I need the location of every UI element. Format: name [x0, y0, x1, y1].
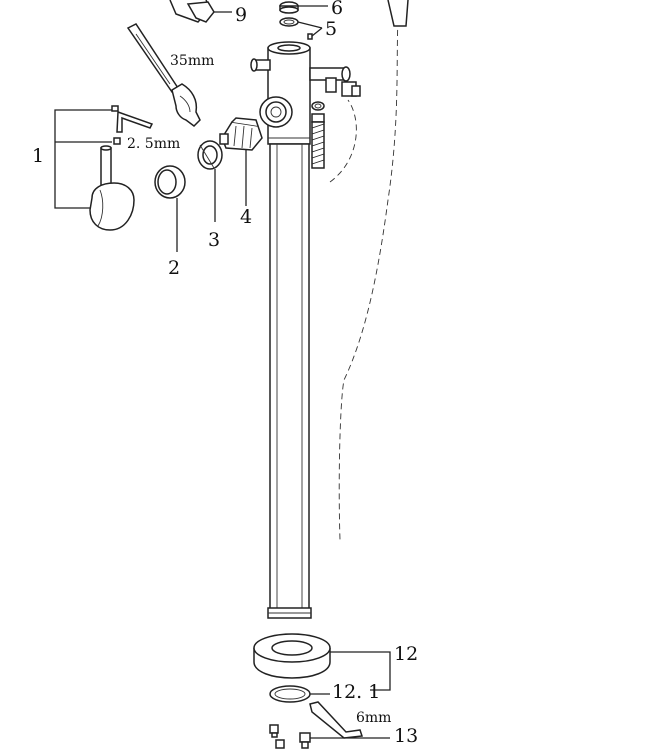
- hex-key-large: [309, 701, 364, 739]
- shower-head-fragment: [387, 0, 409, 27]
- lever-handle: [89, 145, 135, 231]
- label-part-5: 5: [325, 18, 337, 40]
- label-part-2: 2: [168, 257, 180, 279]
- dimension-wrench: 35mm: [170, 53, 214, 69]
- dimension-hex-key-large: 6mm: [356, 710, 391, 726]
- part-1-leader-bracket: [54, 109, 115, 209]
- standpipe: [267, 143, 312, 619]
- hose-connector: [311, 19, 399, 541]
- label-part-9: 9: [235, 4, 247, 26]
- mixer-body: [250, 41, 361, 145]
- part-2-cover: [154, 165, 186, 252]
- label-part-6: 6: [331, 0, 343, 19]
- part-5-seals: [297, 21, 323, 40]
- part-12-1-seal-ring: [269, 685, 330, 703]
- hex-key-small: [116, 110, 154, 133]
- part-6-cap: [279, 1, 328, 27]
- label-part-1: 1: [32, 145, 44, 167]
- label-part-3: 3: [208, 229, 220, 251]
- part-13-screws: [269, 724, 390, 749]
- part-3-nut: [197, 140, 223, 222]
- label-part-4: 4: [240, 206, 252, 228]
- dimension-hex-key-small: 2. 5mm: [127, 136, 180, 152]
- grub-screw: [111, 105, 121, 145]
- adjustable-wrench: [126, 23, 201, 127]
- part-4-cartridge: [219, 117, 263, 206]
- label-part-12-1: 12. 1: [332, 681, 380, 703]
- label-part-13: 13: [394, 725, 418, 747]
- label-part-12: 12: [394, 643, 418, 665]
- part-12-floor-flange: [253, 633, 391, 691]
- part-9-fragment: [169, 0, 232, 23]
